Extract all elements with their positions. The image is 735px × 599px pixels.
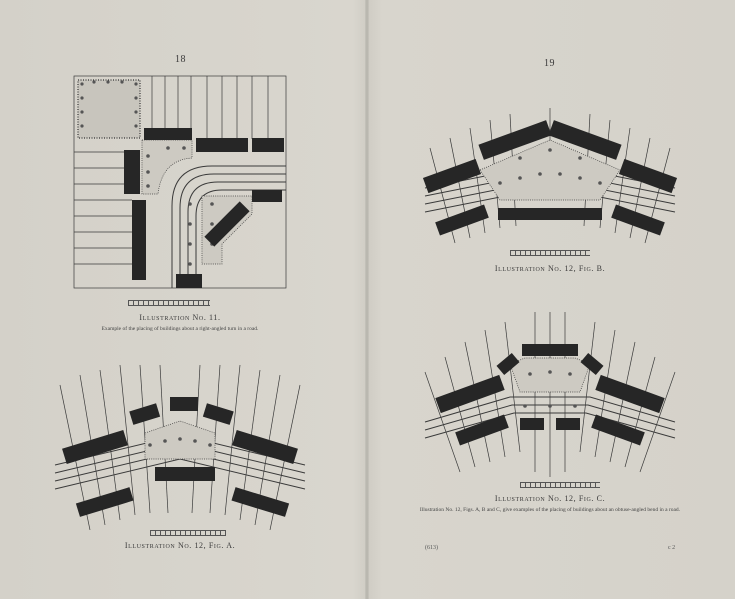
page-number-right: 19 bbox=[544, 58, 555, 69]
illustration-12c-description: Illustration No. 12, Figs. A, B and C, g… bbox=[419, 507, 681, 513]
illustration-12b-title: Illustration No. 12, Fig. B. bbox=[494, 264, 606, 273]
illustration-11-title: Illustration No. 11. bbox=[139, 313, 221, 322]
footer-left: (613) bbox=[425, 545, 438, 551]
illustration-12a-title: Illustration No. 12, Fig. A. bbox=[124, 541, 236, 550]
scale-bar-illustration-12b bbox=[510, 250, 590, 256]
illustration-12a-plan bbox=[54, 364, 306, 530]
book-gutter bbox=[365, 0, 369, 599]
scale-bar-illustration-11 bbox=[128, 300, 210, 306]
footer-right: c 2 bbox=[668, 545, 676, 551]
page-number-left: 18 bbox=[175, 54, 186, 65]
scale-bar-illustration-12a bbox=[150, 530, 226, 536]
illustration-11-description: Example of the placing of buildings abou… bbox=[101, 326, 259, 332]
scale-bar-illustration-12c bbox=[520, 482, 600, 488]
illustration-11-plan bbox=[73, 75, 287, 289]
illustration-12b-plan bbox=[422, 108, 678, 244]
illustration-12c-plan bbox=[424, 312, 676, 477]
illustration-12c-title: Illustration No. 12, Fig. C. bbox=[494, 494, 606, 503]
